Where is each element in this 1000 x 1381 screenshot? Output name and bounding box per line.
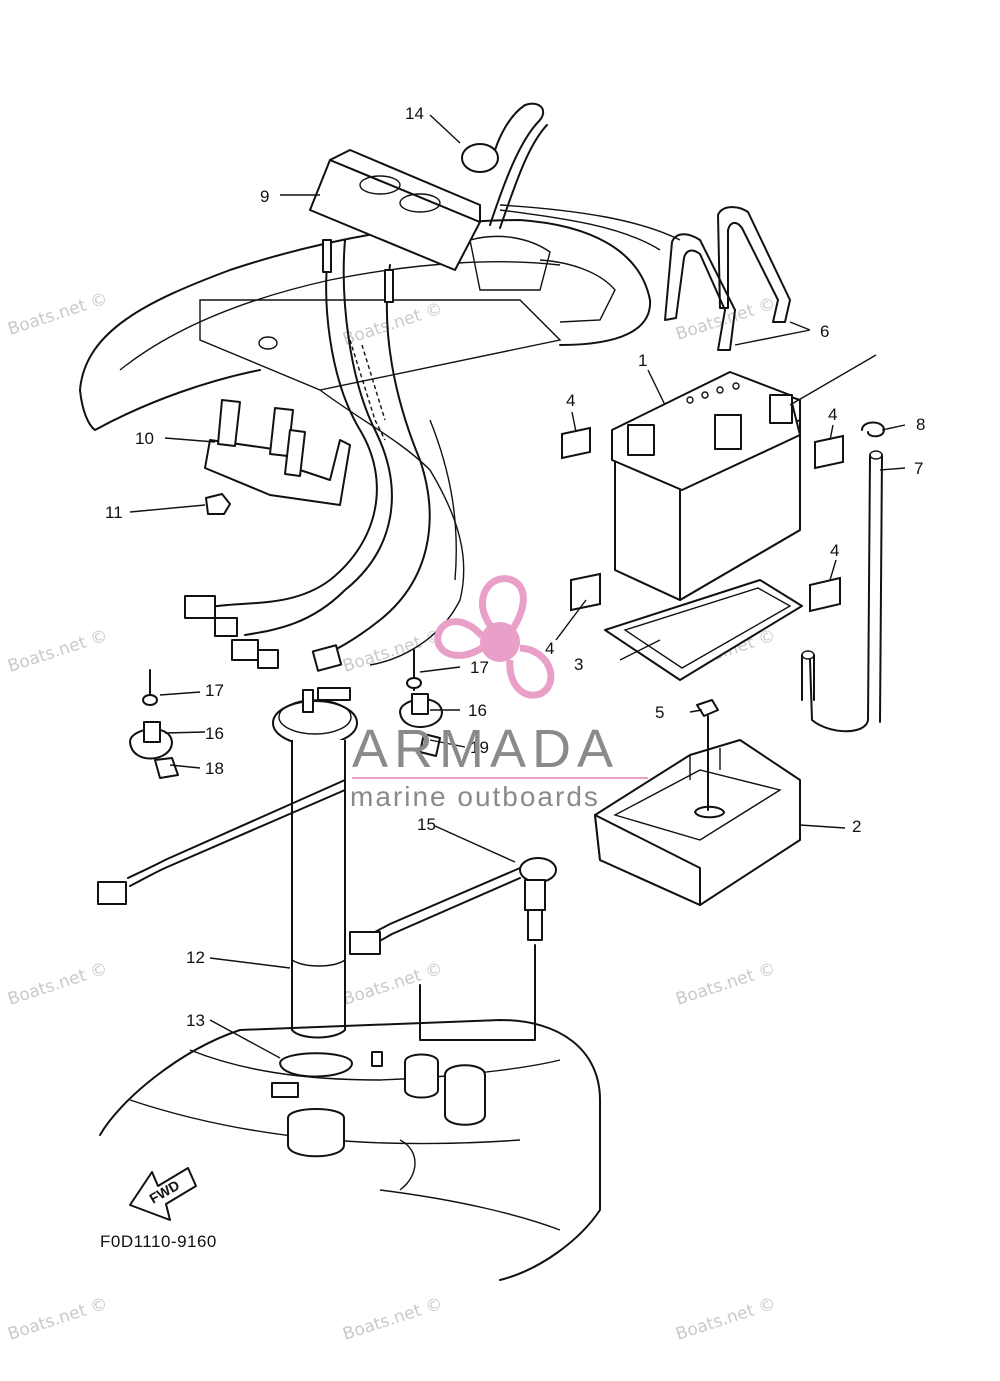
callout-6: 6	[820, 322, 829, 341]
watermark: Boats.net ©	[673, 959, 778, 1010]
watermark: Boats.net ©	[673, 294, 778, 345]
callout-4: 4	[830, 541, 839, 560]
callout-9: 9	[260, 187, 269, 206]
fuel-tank	[99, 1019, 601, 1281]
callout-2: 2	[852, 817, 861, 836]
logo-tagline: marine outboards	[350, 781, 600, 812]
callout-18: 18	[205, 759, 224, 778]
part-3-mat	[604, 579, 803, 681]
callout-1: 1	[638, 351, 647, 370]
callout-4: 4	[545, 639, 554, 658]
part-6-straps	[664, 206, 791, 351]
part-11-nut	[205, 493, 231, 515]
leader-lines	[129, 114, 906, 1059]
callout-10: 10	[135, 429, 154, 448]
callout-11: 11	[105, 503, 123, 522]
connector	[231, 639, 259, 661]
callout-12: 12	[186, 948, 205, 967]
callouts: 1 2 3 4 4 4 4 5 6 7 8 9 10 11 12 13 14 1…	[105, 104, 925, 1030]
pad	[814, 434, 844, 470]
part-7-tube	[801, 450, 883, 733]
part-10-bracket	[204, 399, 351, 506]
part-9-meter	[309, 149, 481, 303]
part-16-clamp-center	[399, 649, 443, 757]
fwd-direction-marker: FWD	[129, 1167, 197, 1221]
callout-5: 5	[655, 703, 664, 722]
callout-14: 14	[405, 104, 424, 123]
watermark: Boats.net ©	[5, 289, 110, 340]
logo-name: ARMADA	[352, 719, 619, 779]
watermark: Boats.net ©	[340, 299, 445, 350]
connector	[257, 649, 279, 669]
hull-deck-outline	[79, 204, 681, 666]
part-15-sensor	[349, 857, 557, 1041]
pad	[561, 426, 591, 460]
callout-17: 17	[205, 681, 224, 700]
callout-15: 15	[417, 815, 436, 834]
wire-harness	[184, 239, 431, 672]
diagram-code: F0D1110-9160	[100, 1232, 217, 1251]
callout-8: 8	[916, 415, 925, 434]
part-1-battery	[611, 371, 801, 601]
connector	[214, 617, 238, 637]
callout-16: 16	[205, 724, 224, 743]
part-2-battery-box	[594, 739, 801, 906]
watermark: Boats.net ©	[340, 626, 445, 677]
part-8-clip	[861, 421, 885, 438]
watermark: Boats.net ©	[340, 959, 445, 1010]
callout-7: 7	[914, 459, 923, 478]
callout-3: 3	[574, 655, 583, 674]
part-13-band	[279, 1052, 353, 1078]
connector	[349, 931, 381, 955]
connector	[184, 595, 216, 619]
part-16-clamp-left	[129, 669, 179, 779]
callout-17: 17	[470, 658, 489, 677]
callout-4: 4	[828, 405, 837, 424]
part-14-cap	[461, 102, 548, 229]
watermark: Boats.net ©	[673, 1294, 778, 1345]
part-4-pads	[561, 426, 844, 613]
pad	[809, 576, 841, 613]
watermark: Boats.net ©	[5, 959, 110, 1010]
pad	[570, 572, 601, 612]
callout-13: 13	[186, 1011, 205, 1030]
watermark: Boats.net ©	[5, 1294, 110, 1345]
callout-4: 4	[566, 391, 575, 410]
callout-16: 16	[468, 701, 487, 720]
armada-logo: ARMADA marine outboards	[350, 575, 648, 812]
callout-19: 19	[470, 738, 489, 757]
watermark: Boats.net ©	[5, 626, 110, 677]
part-12-fuel-sender	[97, 687, 358, 1039]
connector	[97, 881, 127, 905]
propeller-icon	[434, 575, 555, 699]
part-5-bolt	[696, 699, 719, 811]
connector	[311, 644, 343, 672]
watermark: Boats.net ©	[340, 1294, 445, 1345]
